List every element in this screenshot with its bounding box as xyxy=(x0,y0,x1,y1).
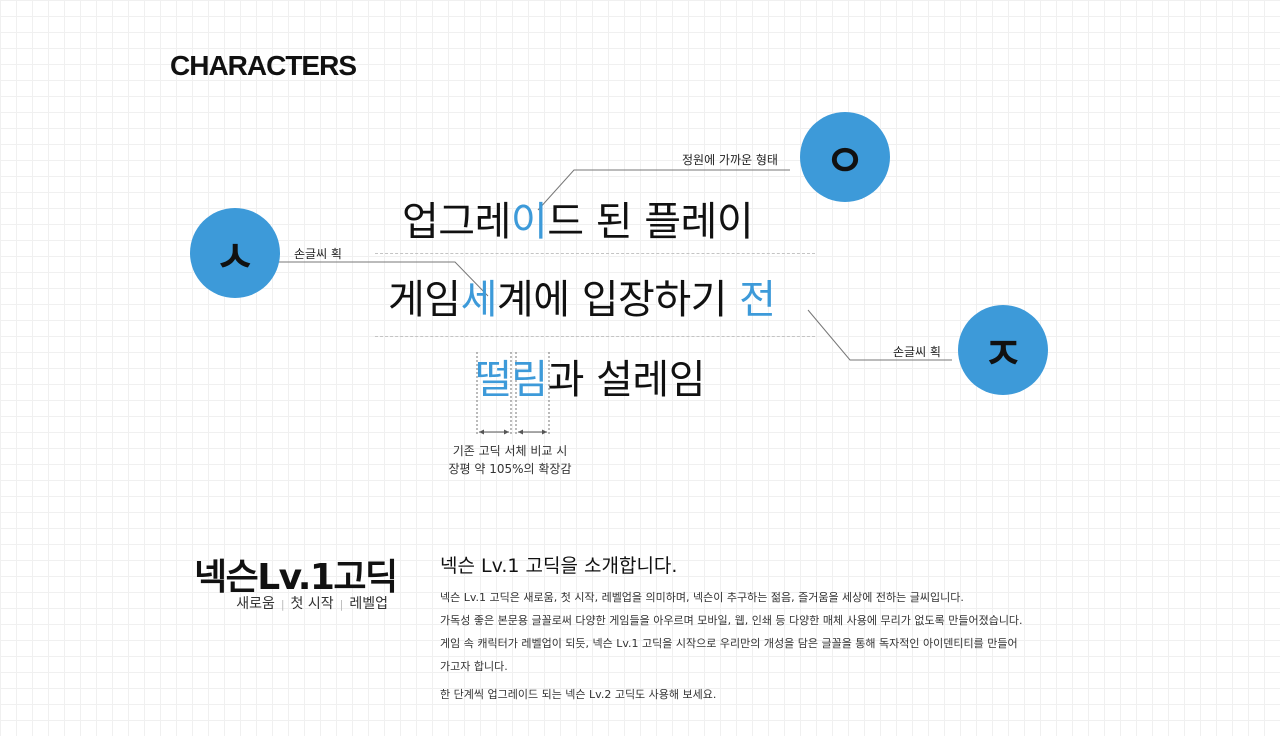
glyph: ㅅ xyxy=(214,232,256,283)
caption-line: 장평 약 105%의 확장감 xyxy=(448,462,572,476)
text-segment: 과 설레임 xyxy=(547,357,706,403)
arrow-head xyxy=(542,429,547,435)
showcase-line-1: 업그레이드 된 플레이 xyxy=(402,199,754,245)
annotation-label-left: 손글씨 획 xyxy=(294,247,342,261)
text-segment: 드 된 플레이 xyxy=(547,199,754,245)
text-segment: 게임 xyxy=(388,277,461,323)
circle-glyph-ieung: ㅇ xyxy=(800,112,890,202)
text-segment: 계에 입장하기 xyxy=(496,277,740,323)
brand-tag: 첫 시작 xyxy=(290,596,334,612)
circle-glyph-siot: ㅅ xyxy=(190,208,280,298)
brand-tags: 새로움 | 첫 시작 | 레벨업 xyxy=(236,593,388,613)
intro-paragraph: 가고자 합니다. xyxy=(440,660,508,673)
text-segment: 업그레 xyxy=(402,199,511,245)
arrow-head xyxy=(518,429,523,435)
glyph: ㅈ xyxy=(982,329,1024,380)
annotation-label-right: 손글씨 획 xyxy=(893,345,941,359)
intro-paragraph: 가독성 좋은 본문용 글꼴로써 다양한 게임들을 아우르며 모바일, 웹, 인쇄… xyxy=(440,614,1023,627)
intro-title: 넥슨 Lv.1 고딕을 소개합니다. xyxy=(440,555,678,577)
baseline-divider xyxy=(375,253,815,254)
intro-paragraph: 넥슨 Lv.1 고딕은 새로움, 첫 시작, 레벨업을 의미하며, 넥슨이 추구… xyxy=(440,591,964,604)
section-title: CHARACTERS xyxy=(170,50,357,81)
arrow-head xyxy=(504,429,509,435)
width-caption: 기존 고딕 서체 비교 시 장평 약 105%의 확장감 xyxy=(430,442,590,478)
showcase-line-3: 떨림과 설레임 xyxy=(475,357,706,403)
tag-separator: | xyxy=(339,598,344,611)
highlight-char: 이 xyxy=(510,199,548,245)
brand-tag: 새로움 xyxy=(236,596,275,612)
brand-name: 넥슨Lv.1고딕 xyxy=(194,557,398,598)
highlight-char: 전 xyxy=(739,277,776,323)
caption-line: 기존 고딕 서체 비교 시 xyxy=(452,444,568,458)
baseline-divider xyxy=(375,336,815,337)
tag-separator: | xyxy=(280,598,285,611)
intro-paragraph: 게임 속 캐릭터가 레벨업이 되듯, 넥슨 Lv.1 고딕을 시작으로 우리만의… xyxy=(440,637,1018,650)
highlight-char: 세 xyxy=(460,277,498,323)
showcase-line-2: 게임세계에 입장하기 전 xyxy=(388,277,776,323)
arrow-head xyxy=(479,429,484,435)
intro-closing: 한 단계씩 업그레이드 되는 넥슨 Lv.2 고딕도 사용해 보세요. xyxy=(440,688,717,701)
circle-glyph-jieut: ㅈ xyxy=(958,305,1048,395)
glyph: ㅇ xyxy=(824,136,866,187)
highlight-char: 떨림 xyxy=(475,357,548,403)
intro-body: 넥슨 Lv.1 고딕은 새로움, 첫 시작, 레벨업을 의미하며, 넥슨이 추구… xyxy=(440,586,1060,678)
brand-tag: 레벨업 xyxy=(349,596,388,612)
annotation-label-top: 정원에 가까운 형태 xyxy=(682,153,778,167)
